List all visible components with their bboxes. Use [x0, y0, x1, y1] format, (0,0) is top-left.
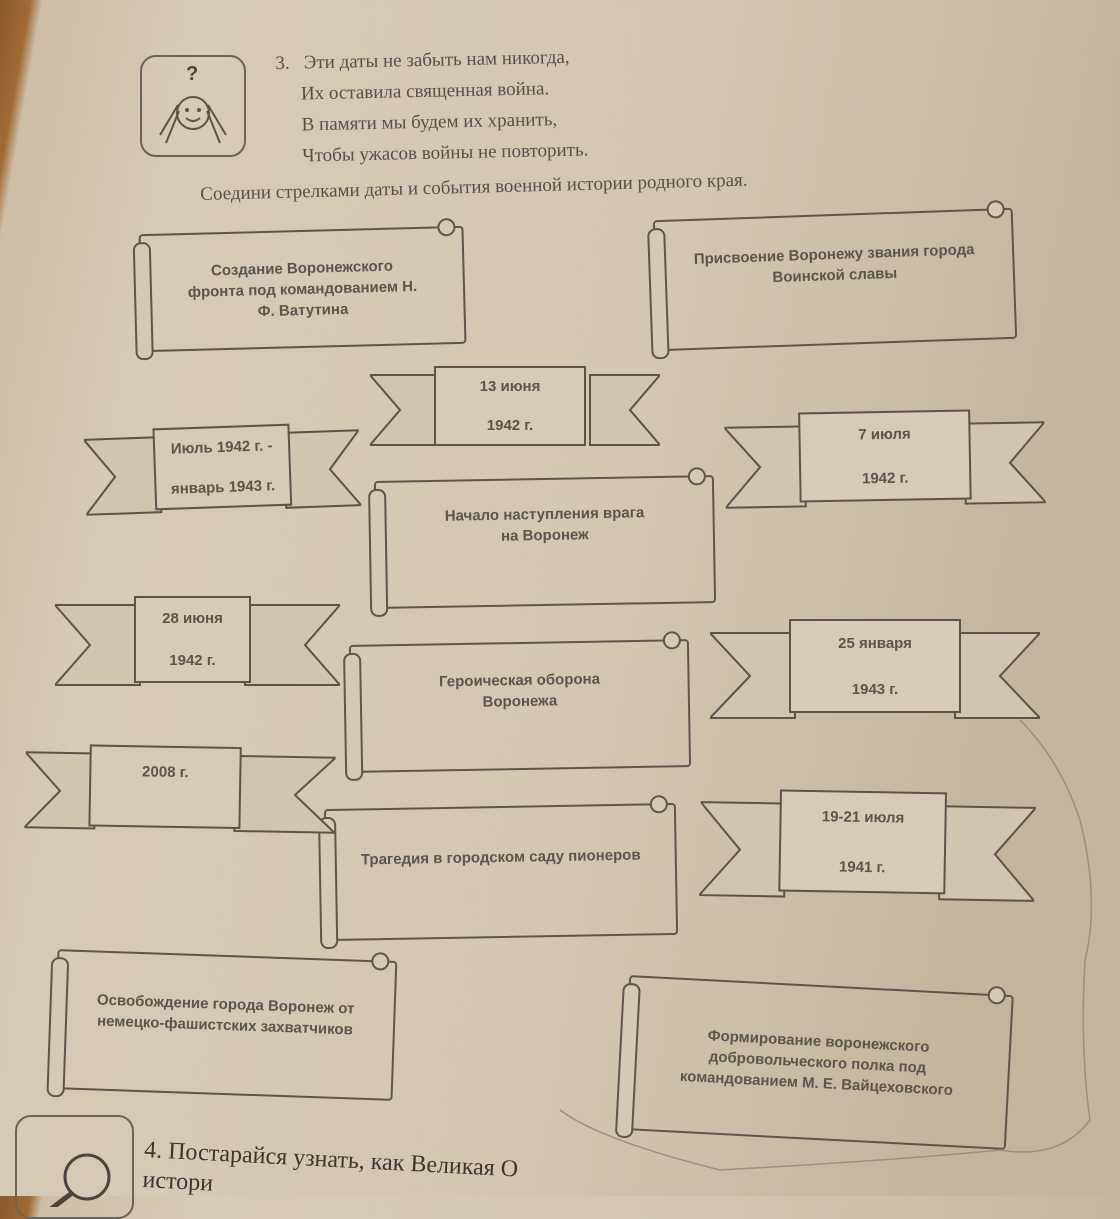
date-text: 13 июня — [479, 378, 541, 395]
date-text: 1942 г. — [169, 652, 216, 670]
date-text: 1943 г. — [851, 680, 899, 698]
girl-face-icon — [159, 96, 227, 144]
date-text: 25 января — [838, 634, 912, 652]
date-ribbon: 25 января 1943 г. — [710, 618, 1040, 728]
date-ribbon: 2008 г. — [24, 742, 336, 842]
date-text: 1942 г. — [486, 417, 534, 434]
date-text: 28 июня — [162, 609, 223, 627]
date-ribbon: Июль 1942 г. -январь 1943 г. — [83, 420, 362, 525]
date-ribbon: 28 июня 1942 г. — [55, 595, 340, 695]
date-ribbon: 13 июня 1942 г. — [370, 365, 660, 455]
magnifier-icon — [15, 1115, 134, 1219]
question-mark: ? — [186, 63, 199, 85]
question-girl-icon: ? — [140, 55, 246, 157]
